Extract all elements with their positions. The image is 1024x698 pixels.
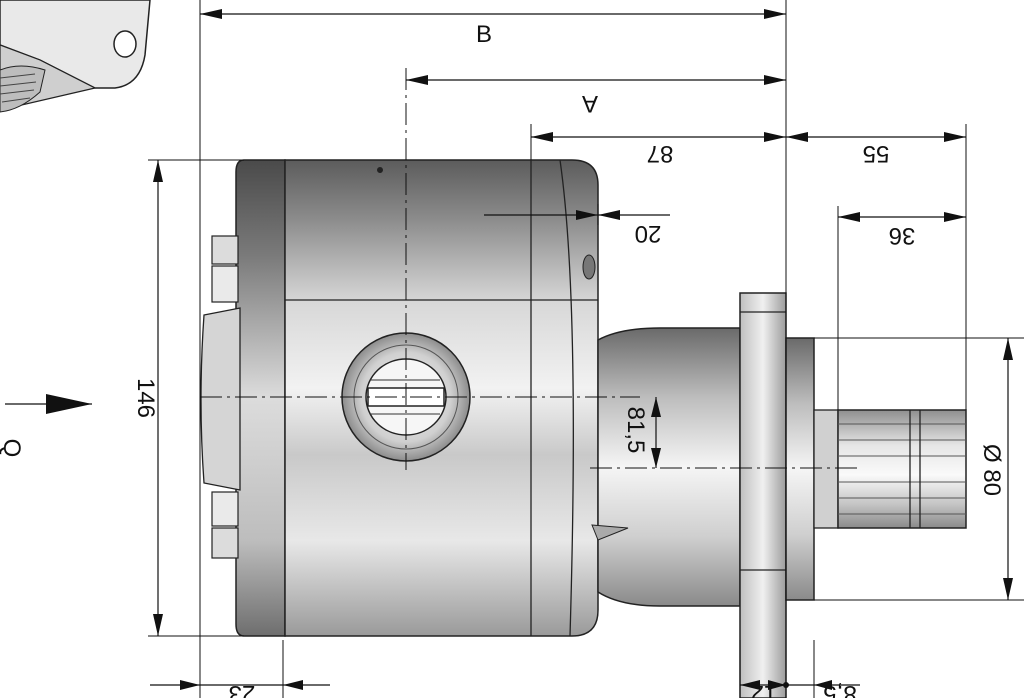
view-marker-q: Q	[0, 439, 25, 458]
dim-label-87: 87	[647, 140, 674, 167]
dim-label-81-5: 81,5	[622, 407, 649, 454]
dim-label-20: 20	[635, 220, 662, 247]
dim-label-55: 55	[863, 140, 890, 167]
pump-body	[200, 159, 967, 698]
dim-label-a: A	[582, 90, 598, 117]
dimension-lines	[5, 9, 1013, 690]
dim-label-b: B	[476, 21, 492, 48]
dim-label-8-5: 8,5	[823, 680, 856, 698]
dim-label-12: 12	[751, 680, 778, 698]
dim-label-diameter-80: Ø 80	[978, 444, 1005, 496]
extension-lines	[148, 0, 1024, 698]
splined-shaft	[813, 409, 967, 529]
corner-flange-view	[0, 0, 151, 113]
dim-label-146: 146	[132, 378, 159, 418]
dim-label-23: 23	[229, 680, 256, 698]
dimension-labels: B A 87 55 20 36 146 81,5 Ø 80 23 12 8,5 …	[0, 21, 1005, 698]
dim-label-36: 36	[889, 222, 916, 249]
center-lines	[200, 68, 860, 470]
